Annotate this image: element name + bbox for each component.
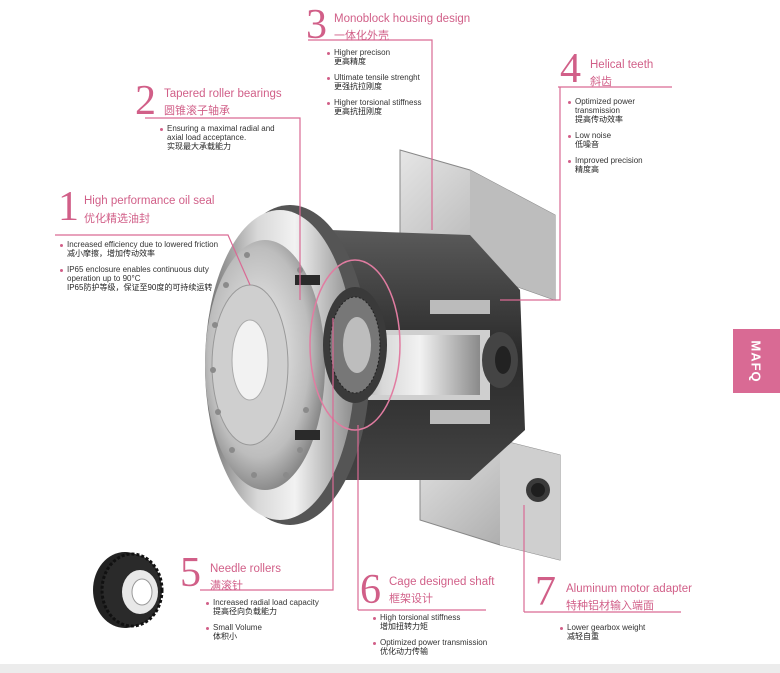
callout-number: 4 <box>560 46 581 92</box>
list-item: Increased efficiency due to lowered fric… <box>60 240 220 259</box>
callout-number: 1 <box>58 184 79 230</box>
brand-tab-label: MAFQ <box>749 339 764 383</box>
callout-list: Ensuring a maximal radial and axial load… <box>160 124 290 158</box>
callout-list: Increased efficiency due to lowered fric… <box>60 240 220 299</box>
callout-number: 7 <box>535 569 556 615</box>
callout-title: Needle rollers <box>210 563 281 575</box>
internal-gear <box>323 287 387 403</box>
callout-title-cn: 特种铝材输入端面 <box>566 600 654 612</box>
callout-title: High performance oil seal <box>84 195 215 207</box>
list-item: IP65 enclosure enables continuous duty o… <box>60 265 220 293</box>
callout-number: 3 <box>306 2 327 48</box>
callout-title: Cage designed shaft <box>389 576 495 588</box>
output-flange <box>205 205 370 525</box>
highlight-ring <box>309 259 401 431</box>
callout-title-cn: 满滚针 <box>210 580 243 592</box>
brand-side-tab[interactable]: MAFQ <box>733 329 780 393</box>
callout-number: 6 <box>360 567 381 613</box>
callout-title-cn: 一体化外壳 <box>334 30 389 42</box>
list-item: Ensuring a maximal radial and axial load… <box>160 124 290 152</box>
callout-title: Aluminum motor adapter <box>566 583 692 595</box>
callout-number: 5 <box>180 550 201 596</box>
callout-title-cn: 圆锥滚子轴承 <box>164 105 230 117</box>
callout-title-cn: 斜齿 <box>590 76 612 88</box>
callout-number: 2 <box>135 78 156 124</box>
callout-title: Helical teeth <box>590 59 654 71</box>
bottom-divider <box>0 664 780 673</box>
callout-title: Monoblock housing design <box>334 13 471 25</box>
callout-title-cn: 框架设计 <box>389 593 433 605</box>
callout-title: Tapered roller bearings <box>164 88 282 100</box>
callout-title-cn: 优化精选油封 <box>84 213 150 225</box>
needle-roller-gear <box>93 552 164 628</box>
